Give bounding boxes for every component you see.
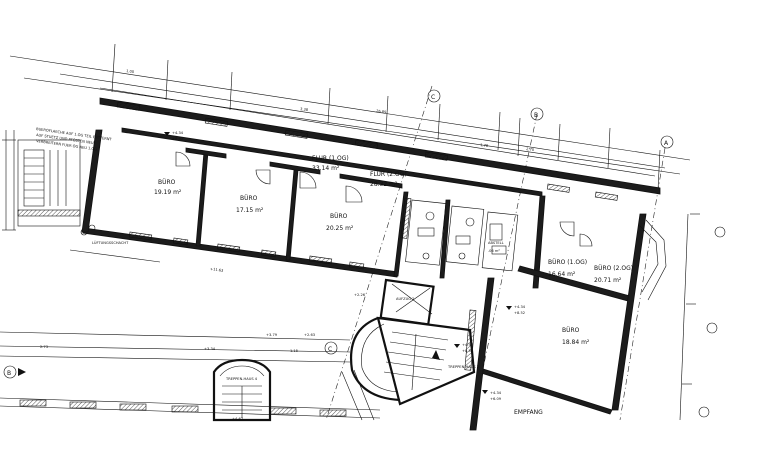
axis-label-b: B	[534, 112, 538, 119]
stair-elevator-core	[350, 278, 477, 406]
room-area: 17.15 m²	[236, 207, 264, 214]
axis-label-b-left: B	[7, 370, 11, 377]
dim-label: 1.00	[126, 69, 135, 74]
room-area: 20.25 m²	[326, 225, 354, 232]
axis-label-a: A	[664, 140, 669, 147]
axis-label-c-bottom: C	[328, 346, 332, 353]
room-name: FLUR (2.OG)	[370, 171, 407, 178]
axis-markers: C B A C B	[3, 85, 674, 431]
main-building	[81, 97, 726, 431]
lower-building	[0, 331, 381, 422]
axis-bubble	[660, 135, 674, 149]
room-area: 33.14 m²	[312, 165, 340, 172]
dim-label: 26.89	[376, 109, 387, 114]
room-name: EMPFANG	[514, 409, 543, 416]
dim-label: +11.63	[210, 267, 224, 273]
room-name: AUFZUG 2	[396, 297, 414, 301]
lower-dimensions: +11.63 +2.26 +3.79 +2.63 2.73 +3.34 1.15…	[40, 147, 535, 353]
dim-label: 2.70	[526, 147, 535, 152]
dim-label: +3.79	[266, 333, 278, 337]
room-area: 19.19 m²	[154, 189, 182, 196]
dim-label: +2.26	[354, 293, 366, 297]
room-name: BÜRO	[158, 179, 176, 186]
sanitary-core	[400, 197, 519, 272]
axis-label-c: C	[431, 94, 435, 101]
room-name: BÜRO (2.OG)	[594, 265, 633, 272]
room-area: 18.84 m²	[562, 339, 590, 346]
dim-label: 2.73	[40, 345, 48, 349]
room-area: 16.64 m²	[548, 271, 576, 278]
room-name: BÜRO	[562, 327, 580, 334]
room-name: BÜRO	[240, 195, 258, 202]
room-name: BÜRO	[330, 213, 348, 220]
dim-label: 1.78	[480, 143, 489, 148]
dim-label: +2.63	[304, 333, 315, 337]
room-labels: BÜRO 19.19 m² BÜRO 17.15 m² BÜRO 20.25 m…	[92, 155, 633, 416]
room-area: 28.32 m²	[370, 181, 398, 188]
axis-bubble	[324, 341, 338, 355]
room-area: 20.71 m²	[594, 277, 622, 284]
dimension-chains: 1.00 26.89 1.78 3.38	[9, 43, 691, 191]
room-name: BÜRO (1.OG)	[548, 259, 587, 266]
room-name: TREPPEN-HAUS 4	[225, 377, 258, 381]
room-name: ABSTELL	[488, 241, 504, 245]
level-mark: +8.52	[172, 137, 183, 141]
axis-bubble	[530, 107, 544, 121]
level-mark: +4.52	[462, 343, 473, 347]
level-mark: +4.34	[172, 131, 184, 135]
room-area: .06 m²	[488, 249, 500, 253]
level-mark: +4.34	[514, 305, 526, 309]
dim-label: 1.15	[290, 349, 298, 353]
axis-bubble	[427, 89, 441, 103]
level-mark: +8.52	[514, 311, 525, 315]
left-stairs	[2, 130, 161, 263]
level-mark: +4.67	[232, 417, 243, 421]
dim-label: +3.34	[204, 347, 216, 351]
room-name: LÜFTUNGSSCHACHT	[92, 240, 129, 245]
section-arrow	[18, 368, 26, 376]
level-mark: +6.09	[490, 397, 502, 401]
axis-bubble	[3, 365, 17, 379]
level-markers: +4.34 +8.52 +4.52 +8.54 +4.34 +8.52 +4.3…	[164, 131, 526, 421]
room-name: TREPPEN-HAUS 2	[447, 365, 479, 369]
level-mark: +8.54	[462, 349, 474, 353]
dim-label: 3.38	[300, 107, 309, 112]
level-mark: +4.34	[490, 391, 502, 395]
room-name: FLUR (1.OG)	[312, 155, 349, 162]
